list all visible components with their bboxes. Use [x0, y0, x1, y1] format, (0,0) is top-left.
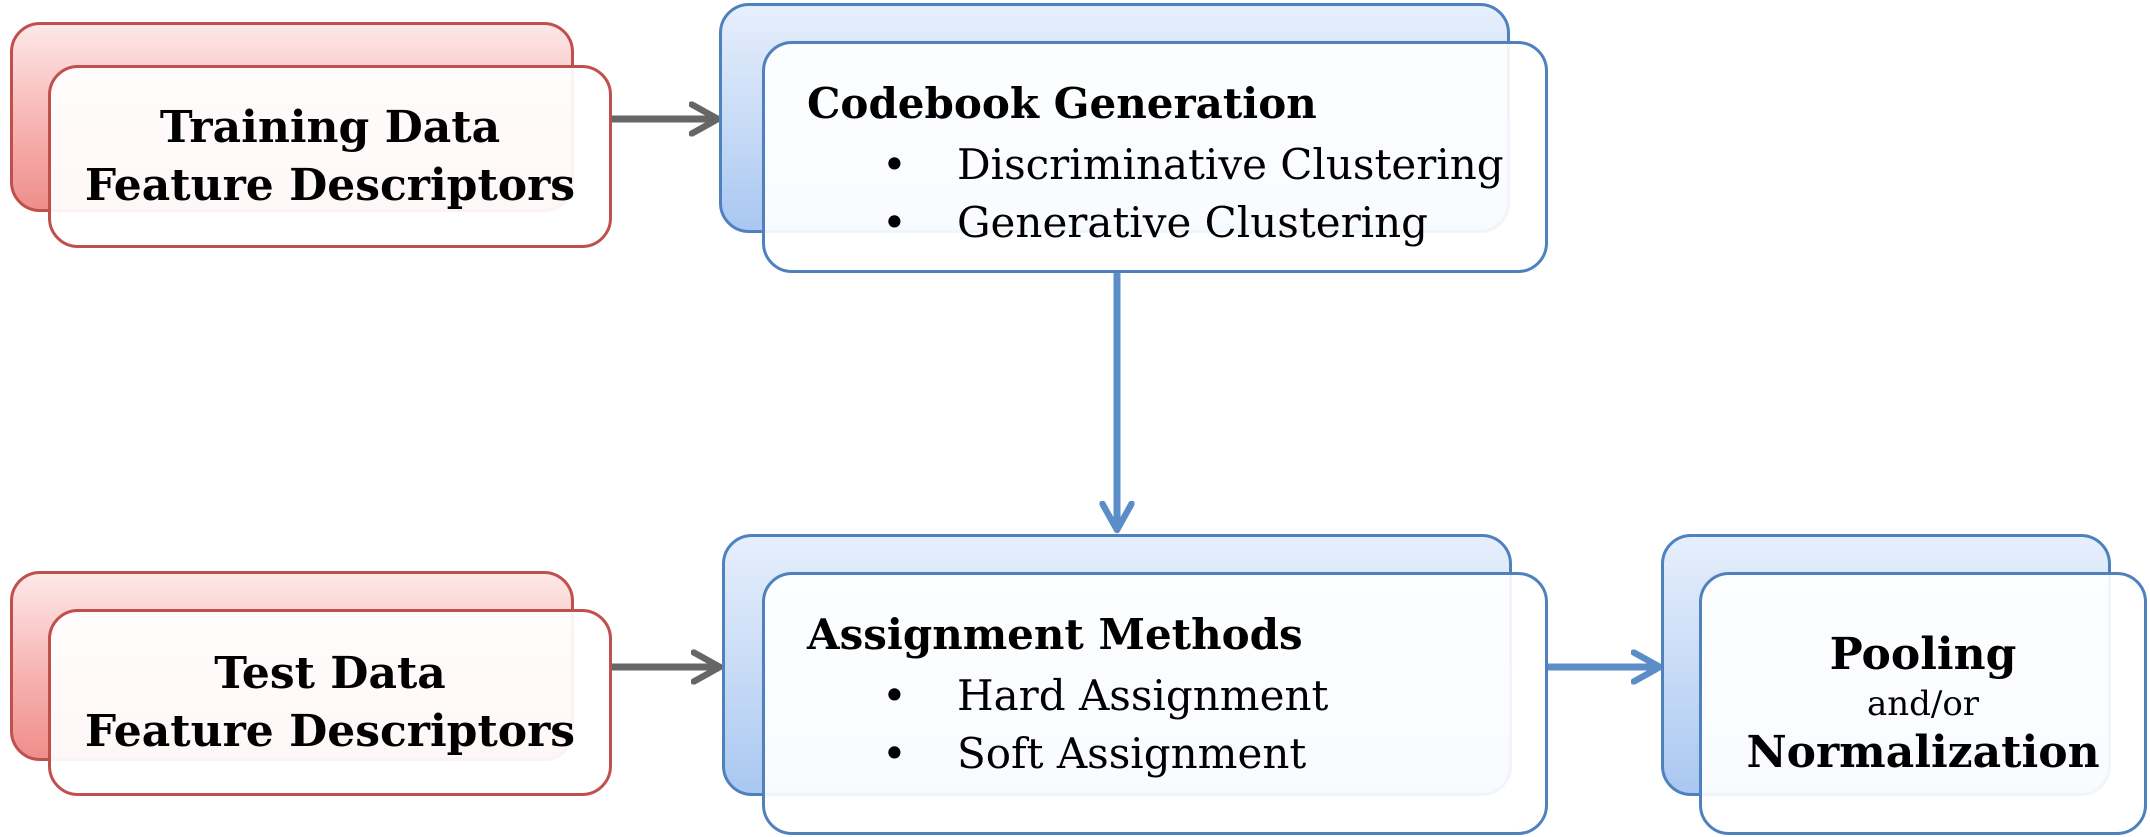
assignment-title: Assignment Methods [807, 610, 1303, 659]
codebook-title: Codebook Generation [807, 79, 1317, 128]
assignment-item-label: Soft Assignment [957, 729, 1307, 778]
bullet-glyph: • [882, 198, 907, 247]
assignment-item-label: Hard Assignment [957, 671, 1329, 720]
codebook-list: • Discriminative Clustering • Generative… [807, 136, 1545, 252]
codebook-box: Codebook Generation • Discriminative Clu… [762, 41, 1548, 273]
pooling-connector-label: and/or [1866, 683, 1980, 724]
pooling-label: Pooling [1829, 628, 2017, 680]
bullet-glyph: • [882, 671, 907, 720]
codebook-item-discriminative: • Discriminative Clustering [807, 136, 1545, 194]
bullet-glyph: • [882, 729, 907, 778]
training-label-line1: Training Data [159, 101, 501, 153]
pooling-box: Pooling and/or Normalization [1699, 572, 2147, 835]
training-box: Training Data Feature Descriptors [48, 65, 612, 248]
codebook-item-generative: • Generative Clustering [807, 194, 1545, 252]
test-label-line1: Test Data [214, 647, 446, 699]
test-box: Test Data Feature Descriptors [48, 609, 612, 796]
assignment-box: Assignment Methods • Hard Assignment • S… [762, 572, 1548, 835]
bullet-glyph: • [882, 140, 907, 189]
assignment-item-soft: • Soft Assignment [807, 725, 1545, 783]
codebook-item-label: Discriminative Clustering [957, 140, 1504, 189]
assignment-item-hard: • Hard Assignment [807, 667, 1545, 725]
codebook-item-label: Generative Clustering [957, 198, 1429, 247]
training-label-line2: Feature Descriptors [84, 159, 576, 211]
normalization-label: Normalization [1746, 726, 2100, 778]
test-label-line2: Feature Descriptors [84, 705, 576, 757]
assignment-list: • Hard Assignment • Soft Assignment [807, 667, 1545, 783]
